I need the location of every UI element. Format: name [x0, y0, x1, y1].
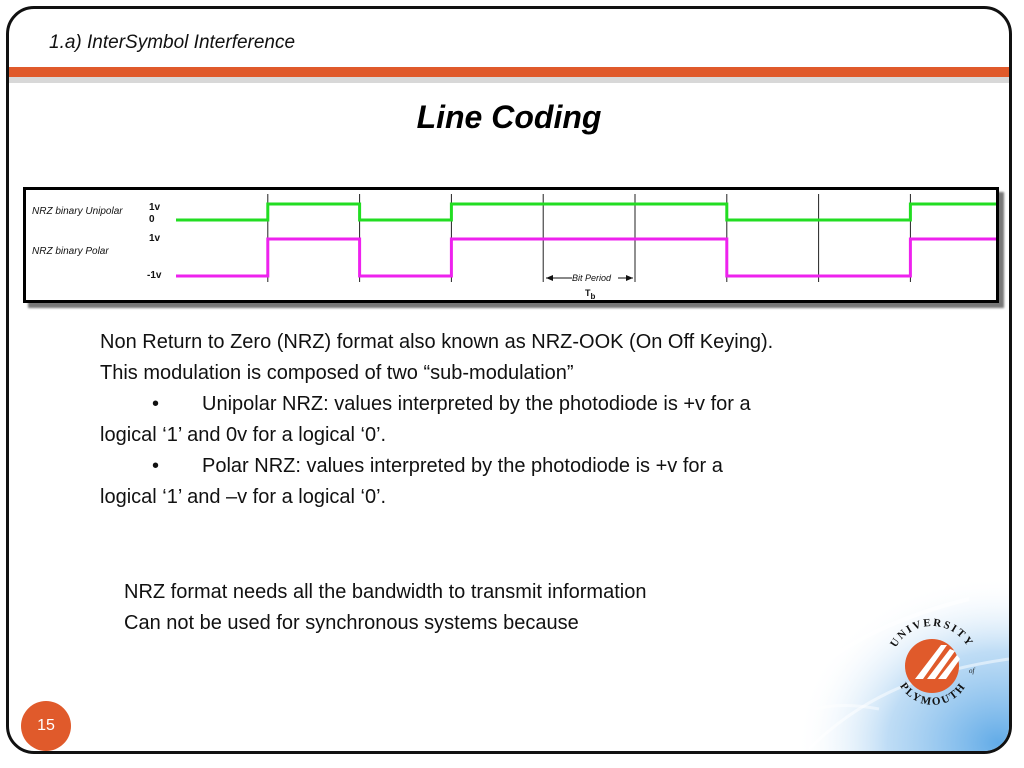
nrz-waveform-diagram: NRZ binary Unipolar NRZ binary Polar 1v …: [23, 187, 999, 303]
polar-high-level: 1v: [149, 233, 161, 244]
header-divider-bar: [9, 77, 1009, 83]
nrz-waveform-svg: NRZ binary Unipolar NRZ binary Polar 1v …: [32, 194, 996, 300]
nrz-notes: NRZ format needs all the bandwidth to tr…: [124, 577, 824, 639]
unipolar-waveform: [176, 202, 996, 222]
bullet-continuation: logical ‘1’ and –v for a logical ‘0’.: [100, 486, 387, 508]
note-bandwidth: NRZ format needs all the bandwidth to tr…: [124, 581, 647, 603]
tb-label: Tb: [585, 288, 596, 300]
intro-line-1: Non Return to Zero (NRZ) format also kno…: [100, 331, 774, 353]
polar-waveform: [176, 237, 996, 278]
bullet-unipolar: • Unipolar NRZ: values interpreted by the…: [152, 389, 920, 420]
unipolar-label: NRZ binary Unipolar: [32, 206, 123, 217]
page-number-badge: 15: [21, 701, 71, 751]
bullet-text: Polar NRZ: values interpreted by the pho…: [202, 455, 723, 477]
header-accent-bar: [9, 67, 1009, 77]
arrow-left-icon: [546, 275, 553, 281]
polar-low-level: -1v: [147, 270, 162, 281]
bit-period-marker: Bit Period Tb: [546, 273, 633, 300]
note-synchronous: Can not be used for synchronous systems …: [124, 612, 579, 634]
bullet-text: Unipolar NRZ: values interpreted by the …: [202, 393, 751, 415]
bullet-continuation: logical ‘1’ and 0v for a logical ‘0’.: [100, 424, 387, 446]
unipolar-high-level: 1v: [149, 202, 161, 213]
intro-line-2: This modulation is composed of two “sub-…: [100, 362, 574, 384]
university-logo: UNIVERSITY PLYMOUTH of: [888, 617, 976, 709]
unipolar-low-level: 0: [149, 214, 155, 225]
bullet-icon: •: [152, 393, 160, 415]
bullet-icon: •: [152, 455, 160, 477]
section-title: 1.a) InterSymbol Interference: [49, 32, 296, 53]
slide-frame: UNIVERSITY 1.a) InterSymbol Interference…: [6, 6, 1012, 754]
slide-title: Line Coding: [416, 99, 602, 135]
polar-label: NRZ binary Polar: [32, 246, 109, 257]
bit-period-label: Bit Period: [572, 273, 612, 283]
bullet-polar: • Polar NRZ: values interpreted by the ph…: [152, 451, 920, 482]
logo-text-of: of: [969, 667, 976, 675]
arrow-right-icon: [626, 275, 633, 281]
nrz-description: Non Return to Zero (NRZ) format also kno…: [100, 327, 920, 513]
